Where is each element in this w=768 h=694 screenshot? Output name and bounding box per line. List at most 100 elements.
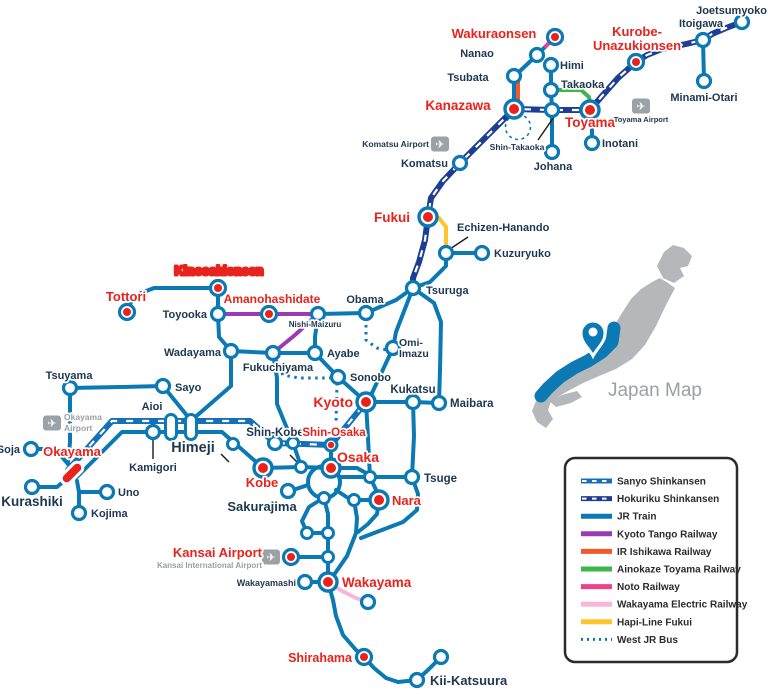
legend-label-hapi-line-fukui: Hapi-Line Fukui	[617, 617, 692, 628]
label-toyooka: Toyooka	[163, 309, 208, 321]
label-kanazawa: Kanazawa	[425, 98, 491, 113]
station-kii-katsuura	[408, 671, 426, 689]
label-uno: Uno	[118, 487, 140, 499]
station-takaoka	[542, 81, 560, 99]
label-okayama: Okayama	[43, 444, 102, 459]
japan-landmass	[532, 395, 553, 428]
japan-landmass	[657, 245, 692, 283]
label-omi-line1: Omi-	[399, 337, 423, 349]
legend-box	[563, 456, 739, 664]
label-himi: Himi	[560, 60, 584, 72]
label-kii-katsuura: Kii-Katsuura	[430, 673, 508, 688]
label-kurobe-line2: Unazukionsen	[593, 38, 681, 53]
label-fukuchiyama: Fukuchiyama	[243, 362, 314, 374]
line-jr-kusatsu-line	[410, 400, 416, 479]
label-kuzuryuko: Kuzuryuko	[494, 248, 551, 260]
label-tottori: Tottori	[106, 289, 146, 304]
svg-text:✈: ✈	[47, 418, 56, 430]
station-kuzuryuko	[473, 244, 491, 262]
label-kansai-intl-airport: Kansai International Airport	[157, 561, 262, 570]
legend-label-hokuriku-shinkansen: Hokuriku Shinkansen	[617, 494, 719, 505]
label-himeji: Himeji	[171, 440, 215, 456]
station-tsuge	[403, 468, 421, 486]
station-junction-west-kobe	[226, 437, 240, 451]
label-obama: Obama	[346, 294, 384, 306]
komatsu-airport-icon: ✈	[431, 136, 449, 152]
legend-label-kyoto-tango-railway: Kyoto Tango Railway	[617, 529, 718, 540]
station-shin-takaoka	[543, 101, 561, 119]
label-sonobo: Sonobo	[350, 372, 391, 384]
legend-label-sanyo-shinkansen: Sanyo Shinkansen	[617, 477, 706, 488]
label-nanao: Nanao	[460, 48, 494, 60]
legend-item-kyoto-tango-railway: Kyoto Tango Railway	[581, 529, 718, 540]
station-junction-tennoji	[317, 491, 331, 505]
station-komatsu	[451, 154, 469, 172]
station-ayabe	[306, 344, 324, 362]
station-tsuyama	[61, 379, 79, 397]
line-west-jr-bus-wakasa	[364, 318, 389, 352]
station-pill-okayama	[59, 460, 85, 486]
legend-item-ainokaze-toyama-railway: Ainokaze Toyama Railway	[581, 565, 741, 576]
label-shin-takaoka: Shin-Takaoka	[490, 142, 545, 152]
highlighted-region	[534, 321, 621, 403]
station-minami-otari	[695, 72, 713, 90]
label-toyama: Toyama	[565, 115, 616, 130]
japan-landmass	[537, 278, 675, 404]
label-kojima: Kojima	[91, 508, 129, 520]
label-amanohashidate: Amanohashidate	[224, 292, 321, 306]
line-jr-hanwa-line	[322, 496, 330, 584]
station-amanohashidate	[259, 304, 279, 324]
label-kobe: Kobe	[246, 475, 279, 490]
label-sakurajima: Sakurajima	[227, 499, 297, 514]
label-komatsu: Komatsu	[401, 158, 448, 170]
label-itoigawa: Itoigawa	[679, 18, 724, 30]
legend-item-hapi-line-fukui: Hapi-Line Fukui	[581, 617, 692, 628]
label-osaka: Osaka	[337, 449, 379, 465]
pointer-echizen-hanando-pointer	[449, 236, 469, 250]
station-kinosakionsen	[208, 278, 228, 298]
station-uno	[98, 483, 116, 501]
svg-text:✈: ✈	[435, 139, 444, 151]
legend-label-wakayama-electric-railway: Wakayama Electric Railway	[617, 600, 748, 611]
legend-item-noto-railway: Noto Railway	[581, 582, 680, 593]
legend-label-jr-train: JR Train	[617, 512, 656, 523]
legend-label-ainokaze-toyama-railway: Ainokaze Toyama Railway	[617, 565, 741, 576]
label-wakayamashi: Wakayamashi	[237, 578, 296, 588]
label-omi-line2: Imazu	[399, 348, 429, 360]
station-shin-kobe	[266, 434, 284, 452]
line-jr-himi-johana-line	[549, 63, 554, 154]
legend-item-hokuriku-shinkansen: Hokuriku Shinkansen	[581, 494, 719, 505]
map-pin-dot	[588, 327, 598, 337]
okayama-airport-icon: ✈	[43, 415, 61, 431]
station-wakayama-electric-terminal	[359, 593, 377, 611]
station-joetsumyoko	[733, 13, 751, 31]
label-kamigori: Kamigori	[129, 462, 177, 474]
station-tottori	[117, 302, 137, 322]
svg-text:✈: ✈	[266, 552, 275, 564]
label-kyoto: Kyoto	[313, 394, 353, 410]
label-sayo: Sayo	[175, 382, 202, 394]
label-tsuruga: Tsuruga	[426, 285, 469, 297]
line-jr-biwako-line	[364, 400, 441, 405]
station-wakuraonsen	[545, 27, 565, 47]
station-shirahama	[354, 647, 374, 667]
station-wakayamashi	[296, 573, 314, 591]
label-okayama-airport1: Okayama	[64, 412, 102, 422]
line-jr-bantan-line	[191, 349, 233, 421]
svg-text:✈: ✈	[636, 101, 645, 113]
station-kamigori	[144, 423, 162, 441]
station-junction-hineno	[321, 550, 335, 564]
station-shin-osaka	[323, 437, 339, 453]
label-kinosakionsen: Kinosakionsen	[175, 264, 264, 278]
station-junction-takarazuka	[286, 436, 300, 450]
station-tsubata	[505, 67, 523, 85]
map-pin-icon	[579, 319, 607, 360]
station-kansai-airport	[281, 547, 301, 567]
station-nara	[368, 489, 390, 511]
label-aioi: Aioi	[142, 401, 163, 413]
station-junction-oji	[347, 493, 361, 507]
station-tsuruga	[404, 279, 422, 297]
line-jr-wakayama-line	[326, 498, 359, 584]
